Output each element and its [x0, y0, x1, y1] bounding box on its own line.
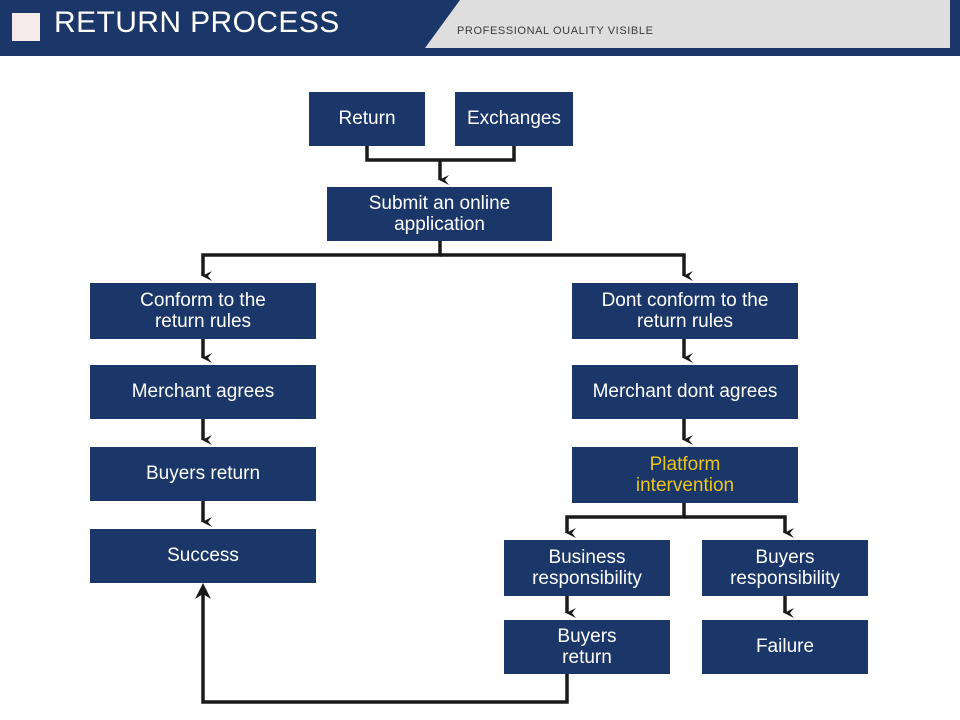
page-header: RETURN PROCESS PROFESSIONAL OUALITY VISI… — [0, 0, 960, 56]
flow-node-buyers-return-r[interactable]: Buyers return — [504, 620, 670, 674]
flow-node-platform[interactable]: Platform intervention — [572, 447, 798, 503]
page-title: RETURN PROCESS — [54, 6, 340, 39]
flow-node-dont-conform[interactable]: Dont conform to the return rules — [572, 283, 798, 339]
flow-node-conform[interactable]: Conform to the return rules — [90, 283, 316, 339]
flow-node-return[interactable]: Return — [309, 92, 425, 146]
header-grey-panel — [0, 0, 960, 56]
flow-node-failure[interactable]: Failure — [702, 620, 868, 674]
edge-platform-to-buyers-resp — [684, 515, 794, 538]
flow-node-business-resp[interactable]: Business responsibility — [504, 540, 670, 596]
flow-node-buyers-return-l[interactable]: Buyers return — [90, 447, 316, 501]
edge-submit-to-dont-conform — [440, 253, 693, 281]
header-subtitle: PROFESSIONAL OUALITY VISIBLE — [457, 25, 654, 37]
square-icon — [12, 13, 40, 41]
flow-node-exchanges[interactable]: Exchanges — [455, 92, 573, 146]
edge-feedback-to-success — [201, 590, 569, 704]
flow-node-submit[interactable]: Submit an online application — [327, 187, 552, 241]
edge-submit-to-conform — [201, 241, 442, 281]
flow-node-success[interactable]: Success — [90, 529, 316, 583]
flow-node-merchant-agrees[interactable]: Merchant agrees — [90, 365, 316, 419]
flow-node-buyers-resp[interactable]: Buyers responsibility — [702, 540, 868, 596]
flow-node-merchant-dont[interactable]: Merchant dont agrees — [572, 365, 798, 419]
flowchart-connectors — [195, 146, 794, 704]
edge-feedback-arrowhead — [195, 583, 211, 599]
edge-return-exchanges-merge — [365, 146, 516, 162]
edge-platform-to-business-resp — [565, 503, 686, 538]
